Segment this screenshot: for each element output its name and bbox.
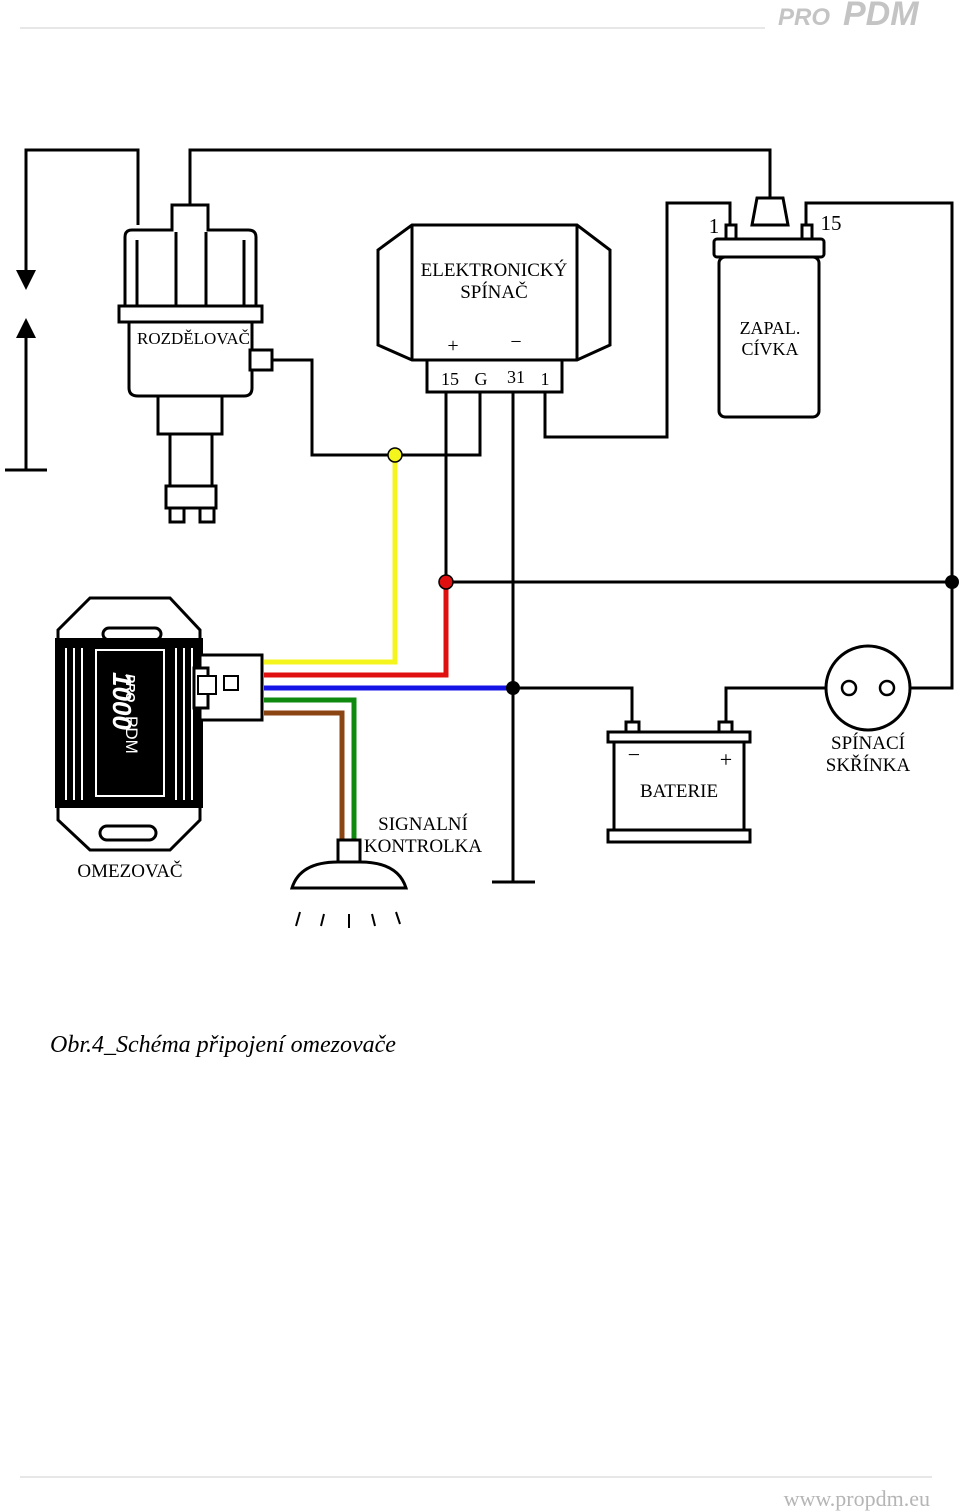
coil-label-line1: ZAPAL. bbox=[740, 318, 801, 338]
arrow-down-icon bbox=[16, 270, 36, 290]
switch-terminal-1: 1 bbox=[541, 369, 550, 389]
switch-label-line1: ELEKTRONICKÝ bbox=[421, 259, 568, 281]
electronic-switch bbox=[376, 223, 612, 394]
battery-minus: − bbox=[628, 742, 640, 767]
switch-minus: − bbox=[510, 331, 521, 353]
header-logo-pdm: PDM bbox=[843, 0, 919, 33]
signal-lamp bbox=[289, 838, 409, 928]
brown-wire bbox=[264, 710, 345, 840]
battery-label: BATERIE bbox=[640, 781, 718, 802]
limiter-module: 1000 PRO PDM bbox=[55, 596, 264, 852]
ignition-switch bbox=[824, 644, 912, 732]
red-wire bbox=[264, 582, 449, 678]
arrow-up-icon bbox=[16, 318, 36, 338]
switch-terminal-15: 15 bbox=[441, 369, 459, 389]
distributor bbox=[117, 203, 274, 524]
yellow-wire bbox=[264, 455, 398, 665]
lamp-label-line1: SIGNALNÍ bbox=[378, 813, 468, 835]
black-wires bbox=[5, 148, 954, 884]
switch-plus: + bbox=[447, 335, 458, 357]
green-wire bbox=[264, 697, 357, 840]
limiter-model: 1000 bbox=[107, 672, 137, 730]
right-junction-dot bbox=[945, 575, 959, 589]
ignition-switch-label-line2: SKŘÍNKA bbox=[826, 754, 911, 776]
coil-terminal-15: 15 bbox=[821, 211, 842, 235]
switch-label-line2: SPÍNAČ bbox=[460, 281, 528, 303]
limiter-brand-pdm: PDM bbox=[122, 716, 141, 754]
ignition-switch-label-line1: SPÍNACÍ bbox=[831, 732, 905, 754]
coil-terminal-1: 1 bbox=[709, 214, 720, 238]
blue-junction-dot bbox=[506, 681, 520, 695]
colored-wires bbox=[264, 455, 513, 840]
switch-terminal-31: 31 bbox=[507, 367, 525, 387]
ignition-coil bbox=[712, 196, 826, 419]
red-junction-dot bbox=[438, 574, 454, 590]
header-logo-pro: PRO bbox=[778, 4, 830, 31]
yellow-junction-dot bbox=[387, 447, 403, 463]
figure-caption: Obr.4_Schéma připojení omezovače bbox=[50, 1032, 396, 1058]
distributor-label: ROZDĚLOVAČ bbox=[137, 329, 250, 348]
footer-url: www.propdm.eu bbox=[784, 1486, 930, 1511]
switch-terminal-g: G bbox=[475, 369, 488, 389]
coil-label-line2: CÍVKA bbox=[742, 338, 799, 359]
lamp-label-line2: KONTROLKA bbox=[364, 836, 482, 857]
limiter-brand-pro: PRO bbox=[123, 674, 138, 702]
battery bbox=[606, 720, 752, 844]
limiter-label: OMEZOVAČ bbox=[77, 860, 182, 882]
battery-plus: + bbox=[720, 747, 732, 772]
